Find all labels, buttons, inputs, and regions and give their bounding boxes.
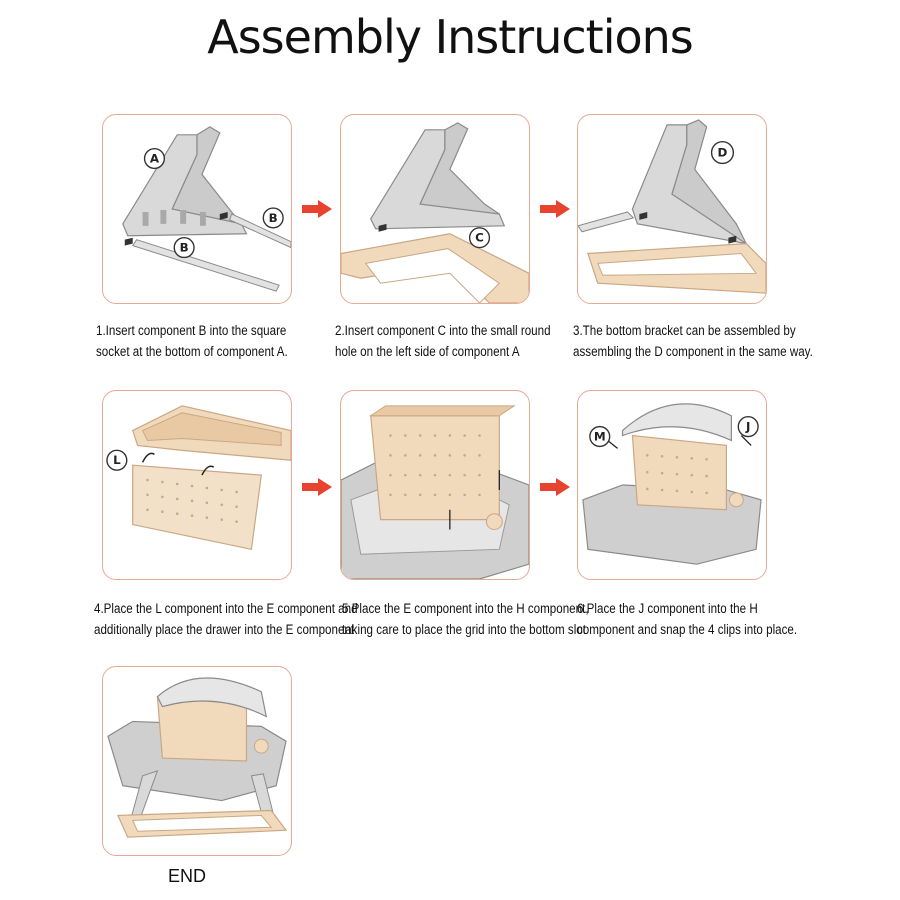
frame-with-bar-c-illustration: C bbox=[341, 122, 529, 303]
label-c: C bbox=[475, 231, 484, 245]
arrow-right-icon bbox=[302, 200, 332, 218]
label-j: J bbox=[745, 420, 750, 434]
label-b-2: B bbox=[180, 241, 189, 255]
assembled-unit-illustration bbox=[107, 677, 288, 838]
basin-with-cover-illustration: M J bbox=[582, 403, 762, 565]
frame-side-a-illustration: A B B bbox=[122, 126, 291, 292]
page-title: Assembly Instructions bbox=[207, 10, 694, 64]
label-m: M bbox=[594, 430, 606, 444]
step-5-caption: 5.Place the E component into the H compo… bbox=[342, 601, 589, 637]
arrow-right-icon bbox=[540, 478, 570, 496]
step-4-image: L bbox=[102, 390, 292, 580]
step-3-caption: 3.The bottom bracket can be assembled by… bbox=[573, 323, 813, 359]
step-6-image: M J bbox=[577, 390, 767, 580]
label-l: L bbox=[113, 453, 121, 467]
step-4-caption: 4.Place the L component into the E compo… bbox=[94, 601, 358, 637]
frame-with-bar-d-illustration: D bbox=[578, 119, 766, 294]
arrow-right-icon bbox=[302, 478, 332, 496]
end-label: END bbox=[168, 866, 207, 886]
label-b-1: B bbox=[269, 211, 278, 225]
basin-with-grid-illustration bbox=[341, 405, 529, 579]
tray-and-drawer-illustration: L bbox=[106, 405, 291, 551]
step-2-image: C bbox=[340, 114, 530, 304]
label-a: A bbox=[150, 152, 160, 166]
final-assembly-image bbox=[102, 666, 292, 856]
label-d: D bbox=[718, 146, 728, 160]
arrow-right-icon bbox=[540, 200, 570, 218]
step-5-image bbox=[340, 390, 530, 580]
step-1-image: A B B bbox=[102, 114, 292, 304]
step-3-image: D bbox=[577, 114, 767, 304]
step-2-caption: 2.Insert component C into the small roun… bbox=[335, 323, 551, 359]
